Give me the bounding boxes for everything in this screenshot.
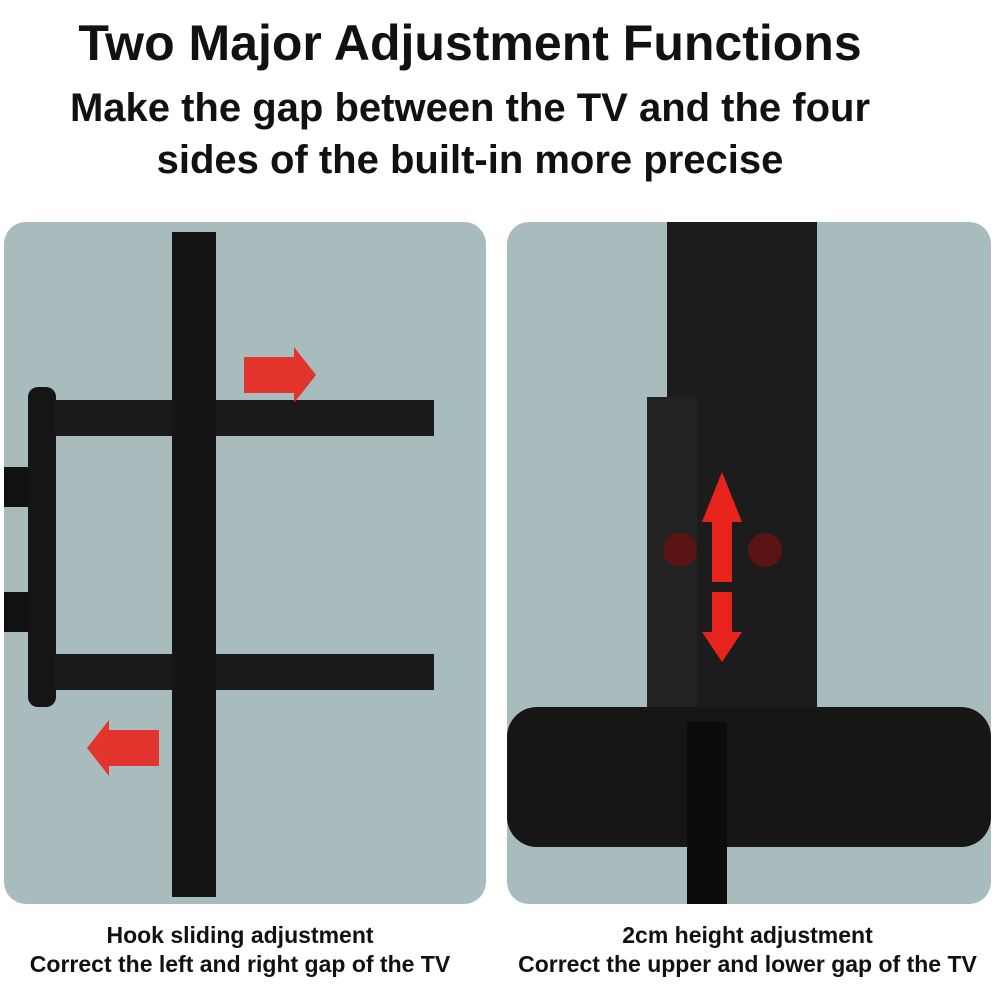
arrow-left-icon <box>87 720 159 776</box>
mount-illustration-left <box>4 232 434 897</box>
subtitle-line1: Make the gap between the TV and the four <box>69 86 871 130</box>
arrow-right-icon <box>244 347 316 403</box>
height-adjust-image <box>507 222 991 904</box>
right-caption-title: 2cm height adjustment <box>622 922 873 948</box>
arrow-up-icon <box>702 472 742 582</box>
page-title: Two Major Adjustment Functions <box>78 15 862 71</box>
subtitle-line2: sides of the built-in more precise <box>156 138 784 182</box>
right-caption-desc: Correct the upper and lower gap of the T… <box>518 951 977 977</box>
arrow-down-icon <box>702 592 742 662</box>
hook-sliding-image <box>4 222 486 904</box>
left-caption-title: Hook sliding adjustment <box>106 922 374 948</box>
left-caption-desc: Correct the left and right gap of the TV <box>29 951 451 977</box>
mount-illustration-right <box>507 222 991 904</box>
